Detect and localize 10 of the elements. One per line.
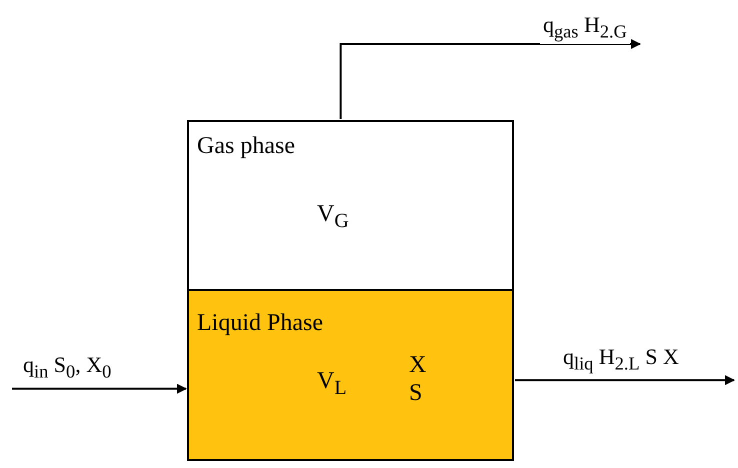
flow-arrow [515,375,735,386]
flow-arrow [12,384,187,394]
gas-phase-box [187,120,514,291]
phase-heading: Gas phase [197,132,295,160]
flow-arrow [340,39,641,119]
phase-heading: Liquid Phase [197,309,323,337]
state-variables: X S [409,351,428,407]
liquid-phase-box [187,289,514,461]
volume-symbol: V$_{L}$ [317,367,347,401]
volume-symbol: V$_{G}$ [317,200,349,234]
